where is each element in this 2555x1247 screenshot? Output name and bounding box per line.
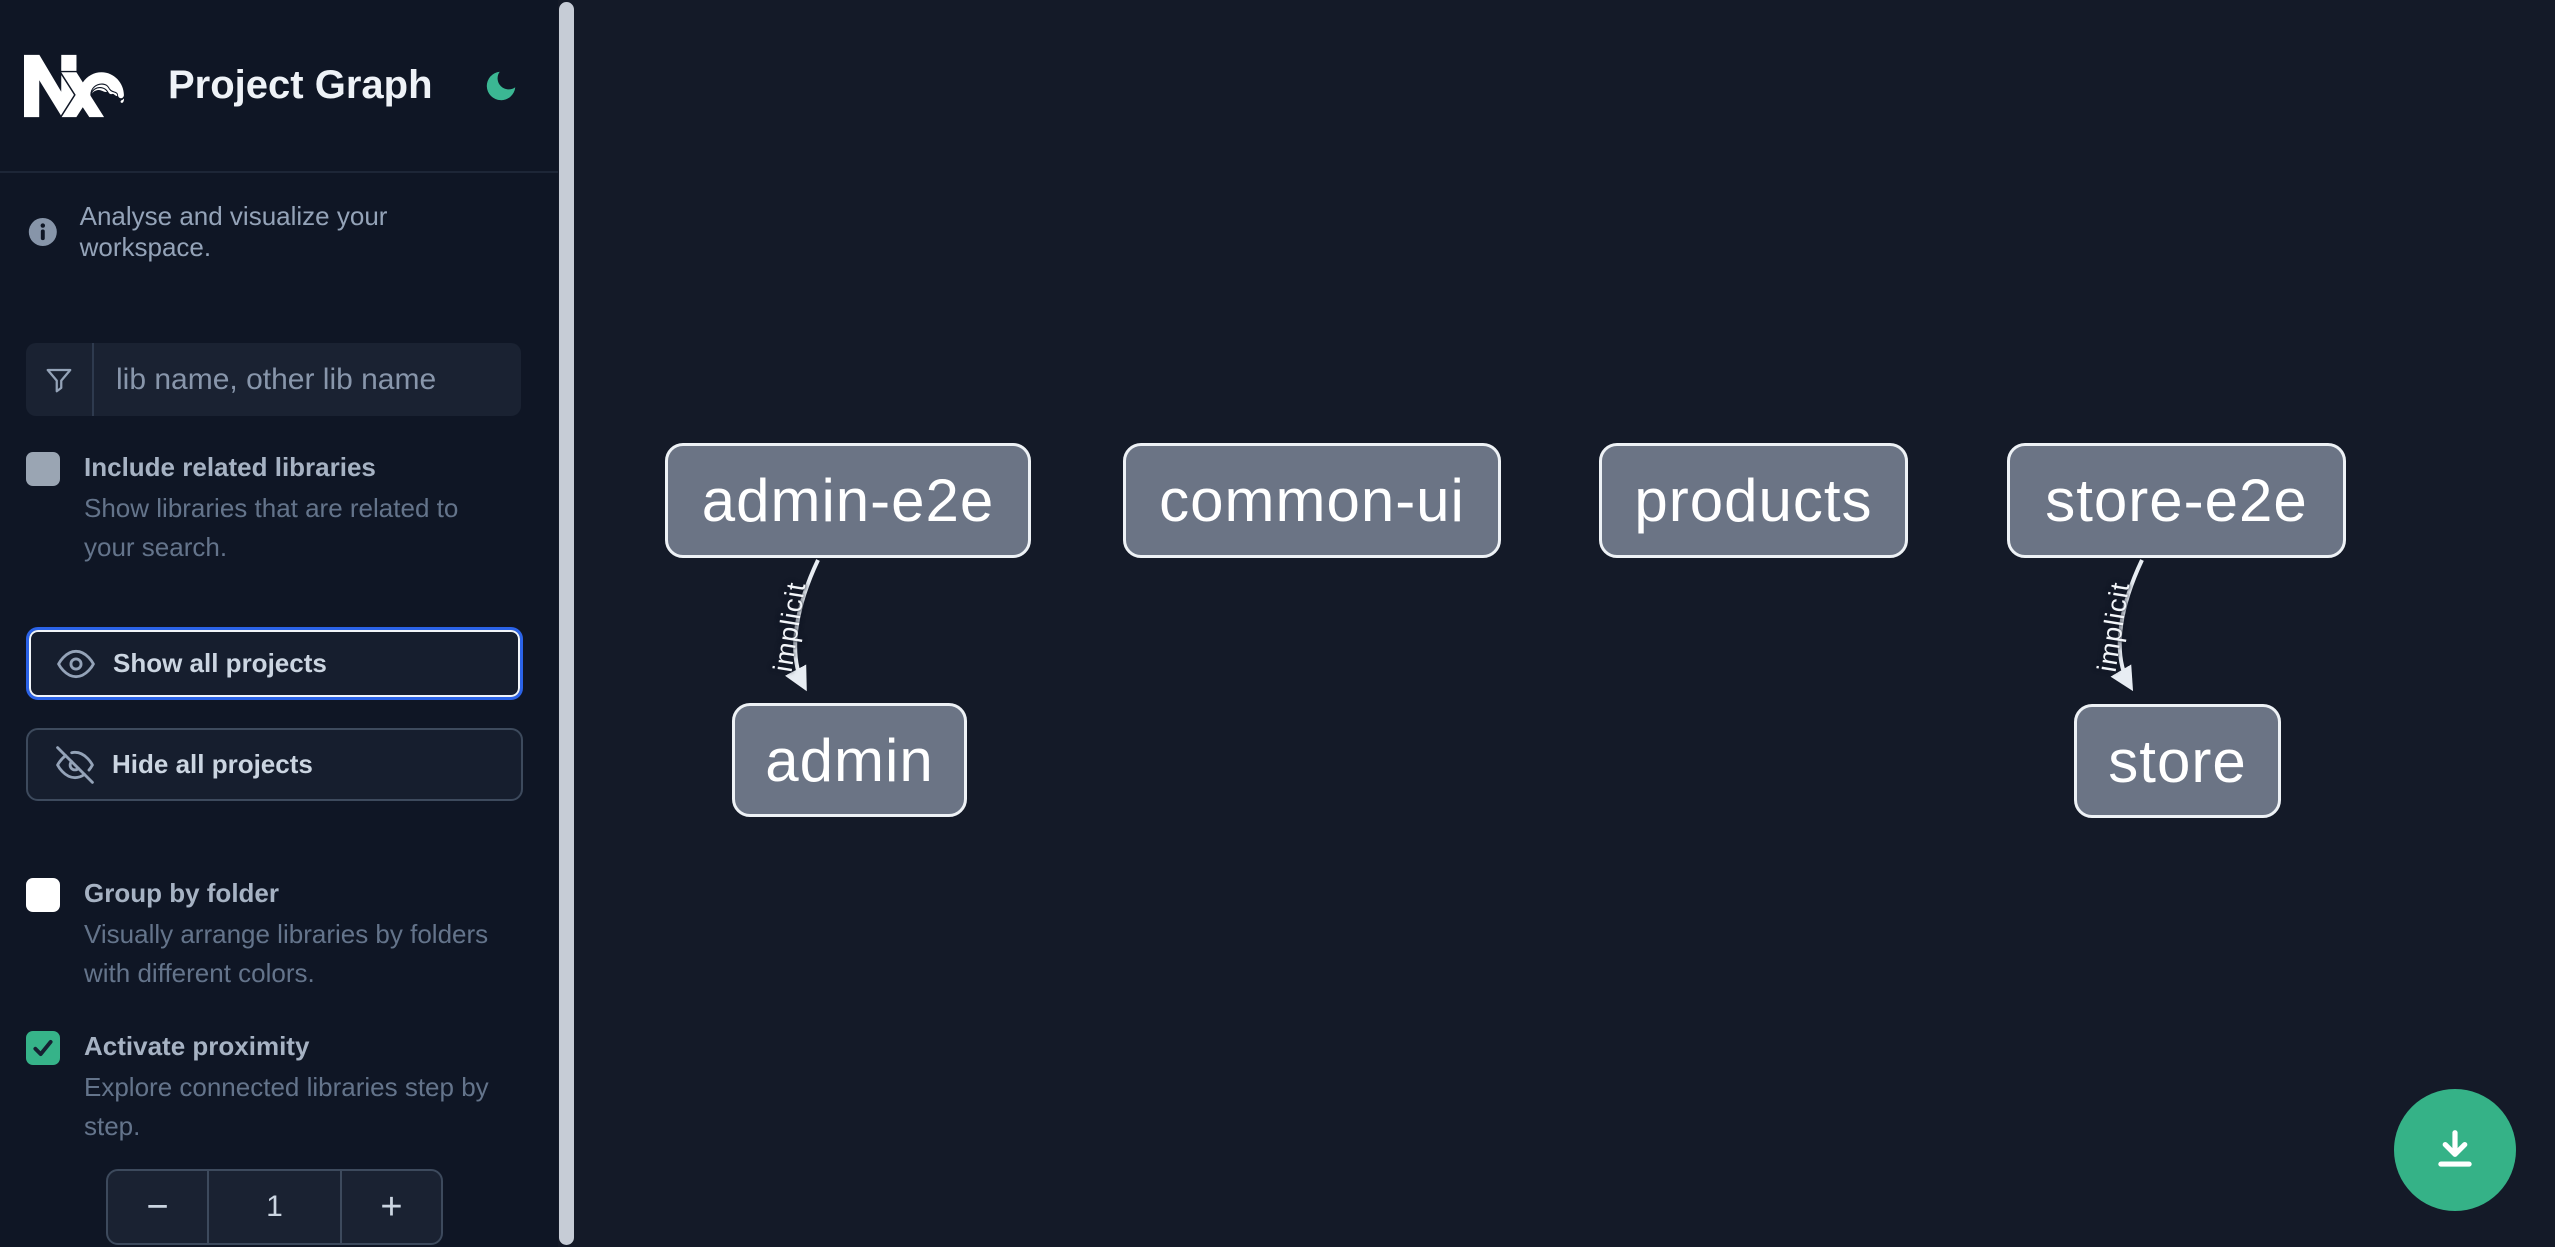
download-icon xyxy=(2438,1130,2472,1167)
intro-text: Analyse and visualize your workspace. xyxy=(79,201,388,262)
activate-proximity-row: Activate proximity Explore connected lib… xyxy=(26,1028,521,1146)
group-by-folder-checkbox[interactable] xyxy=(26,878,60,912)
include-related-row: Include related libraries Show libraries… xyxy=(26,449,521,567)
download-graph-button[interactable] xyxy=(2394,1089,2516,1211)
include-related-description: Show libraries that are related to your … xyxy=(84,493,459,562)
show-all-projects-button[interactable]: Show all projects xyxy=(26,627,523,700)
graph-node-common-ui[interactable]: common-ui xyxy=(1123,443,1501,558)
group-by-folder-row: Group by folder Visually arrange librari… xyxy=(26,875,521,993)
theme-toggle-button[interactable] xyxy=(481,66,521,106)
stepper-increment-button[interactable]: + xyxy=(342,1171,441,1243)
graph-node-products[interactable]: products xyxy=(1599,443,1908,558)
eye-off-icon xyxy=(56,745,94,784)
intro-row: Analyse and visualize your workspace. xyxy=(26,201,521,263)
group-by-folder-label[interactable]: Group by folder xyxy=(84,878,279,908)
stepper-decrement-button[interactable]: − xyxy=(108,1171,207,1243)
sidebar-header: Project Graph xyxy=(0,0,558,173)
include-related-checkbox[interactable] xyxy=(26,452,60,486)
include-related-text: Include related libraries Show libraries… xyxy=(84,449,514,567)
hide-all-projects-button[interactable]: Hide all projects xyxy=(26,728,523,801)
sidebar-scrollbar-thumb[interactable] xyxy=(559,2,574,1245)
graph-node-store[interactable]: store xyxy=(2074,704,2281,818)
hide-all-projects-label: Hide all projects xyxy=(112,749,313,779)
eye-icon xyxy=(57,649,95,678)
graph-node-admin-e2e[interactable]: admin-e2e xyxy=(665,443,1031,558)
stepper-value[interactable]: 1 xyxy=(207,1171,342,1243)
nx-logo-icon xyxy=(24,54,124,117)
graph-node-store-e2e[interactable]: store-e2e xyxy=(2007,443,2346,558)
activate-proximity-description: Explore connected libraries step by step… xyxy=(84,1072,489,1141)
filter-icon xyxy=(46,368,72,392)
info-icon xyxy=(28,217,57,247)
page-title: Project Graph xyxy=(168,63,433,107)
moon-icon xyxy=(486,71,516,100)
sidebar: Project Graph Analyse and visualize your… xyxy=(0,0,558,1247)
search-box xyxy=(26,343,521,416)
edge-store-e2e-store xyxy=(2110,559,2144,692)
include-related-label[interactable]: Include related libraries xyxy=(84,452,376,482)
show-all-projects-label: Show all projects xyxy=(113,648,327,678)
group-by-folder-text: Group by folder Visually arrange librari… xyxy=(84,875,514,993)
check-icon xyxy=(33,1039,53,1057)
search-input[interactable] xyxy=(94,343,521,416)
activate-proximity-checkbox[interactable] xyxy=(26,1031,60,1065)
activate-proximity-text: Activate proximity Explore connected lib… xyxy=(84,1028,514,1146)
group-by-folder-description: Visually arrange libraries by folders wi… xyxy=(84,919,489,988)
edge-admin-e2e-admin xyxy=(784,559,820,692)
proximity-stepper: − 1 + xyxy=(106,1169,443,1245)
filter-icon-cell xyxy=(26,343,94,416)
graph-node-admin[interactable]: admin xyxy=(732,703,967,817)
activate-proximity-label[interactable]: Activate proximity xyxy=(84,1031,310,1061)
